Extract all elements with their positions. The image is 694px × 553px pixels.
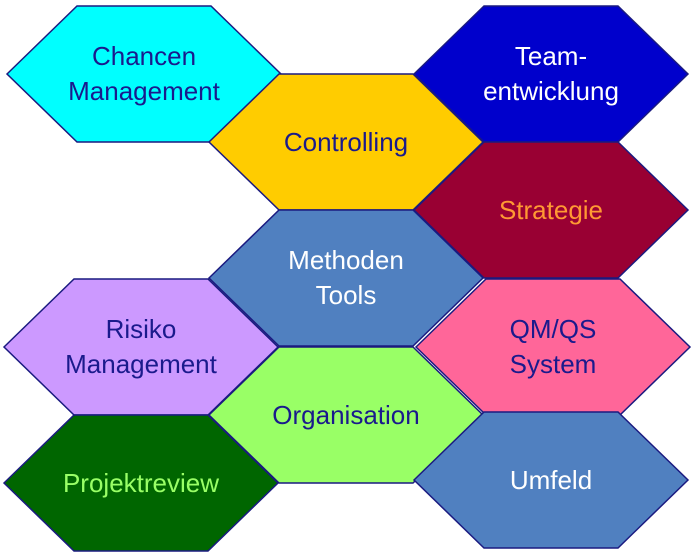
hexagon-umfeld: Umfeld: [412, 410, 690, 550]
hexagon-projektreview: Projektreview: [2, 413, 280, 553]
hexagon-shape: [412, 411, 690, 549]
hexagon-shape: [207, 209, 485, 347]
hexagon-shape: [2, 414, 280, 552]
